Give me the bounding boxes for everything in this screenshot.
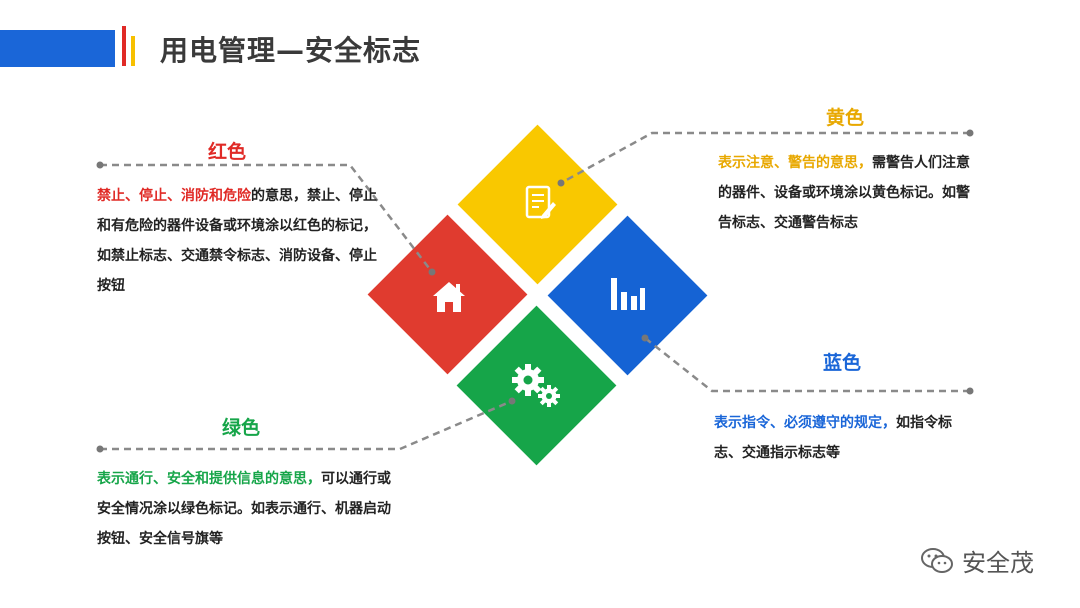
yellow-highlight: 表示注意、警告的意思， bbox=[718, 155, 872, 171]
yellow-text: 需警告人们注意的器件、设备或环境涂以黄色标记。如警告标志、交通警告标志 bbox=[718, 155, 970, 231]
yellow-heading: 黄色 bbox=[826, 107, 865, 129]
wechat-icon bbox=[921, 547, 953, 573]
blue-description: 表示指令、必须遵守的规定，如指令标志、交通指示标志等 bbox=[714, 408, 976, 468]
header-blue-bar bbox=[0, 30, 115, 67]
green-highlight: 表示通行、安全和提供信息的意思， bbox=[97, 471, 321, 487]
bar-chart-icon bbox=[611, 278, 645, 310]
blue-heading: 蓝色 bbox=[823, 352, 862, 374]
red-text-line1: 的意思，禁止、 bbox=[251, 188, 349, 204]
document-edit-icon bbox=[525, 185, 556, 219]
green-heading: 绿色 bbox=[222, 417, 261, 439]
page-title: 用电管理—安全标志 bbox=[160, 34, 422, 67]
header-red-stripe bbox=[122, 26, 126, 66]
green-text: 可以通行或安全情况涂以绿色标记。如表示通行、机器启动按钮、安全信号旗等 bbox=[97, 471, 391, 547]
yellow-description: 表示注意、警告的意思，需警告人们注意的器件、设备或环境涂以黄色标记。如警告标志、… bbox=[718, 148, 980, 238]
watermark-text: 安全茂 bbox=[962, 549, 1034, 577]
watermark: 安全茂 bbox=[920, 543, 1034, 578]
red-highlight: 禁止、停止、消防和危险 bbox=[97, 188, 251, 204]
header-yellow-stripe bbox=[131, 36, 135, 66]
red-heading: 红色 bbox=[208, 141, 247, 163]
green-description: 表示通行、安全和提供信息的意思，可以通行或安全情况涂以绿色标记。如表示通行、机器… bbox=[97, 464, 397, 554]
red-text-rest: 停止和有危险的器件设备或环境涂以红色的标记，如禁止标志、交通禁令标志、消防设备、… bbox=[97, 188, 377, 294]
home-icon bbox=[433, 282, 465, 312]
gears-icon bbox=[512, 364, 560, 407]
blue-highlight: 表示指令、必须遵守的规定， bbox=[714, 415, 896, 431]
blue-text: 如指令标志、交通指示标志等 bbox=[714, 415, 952, 461]
red-description: 禁止、停止、消防和危险的意思，禁止、停止和有危险的器件设备或环境涂以红色的标记，… bbox=[97, 181, 387, 301]
